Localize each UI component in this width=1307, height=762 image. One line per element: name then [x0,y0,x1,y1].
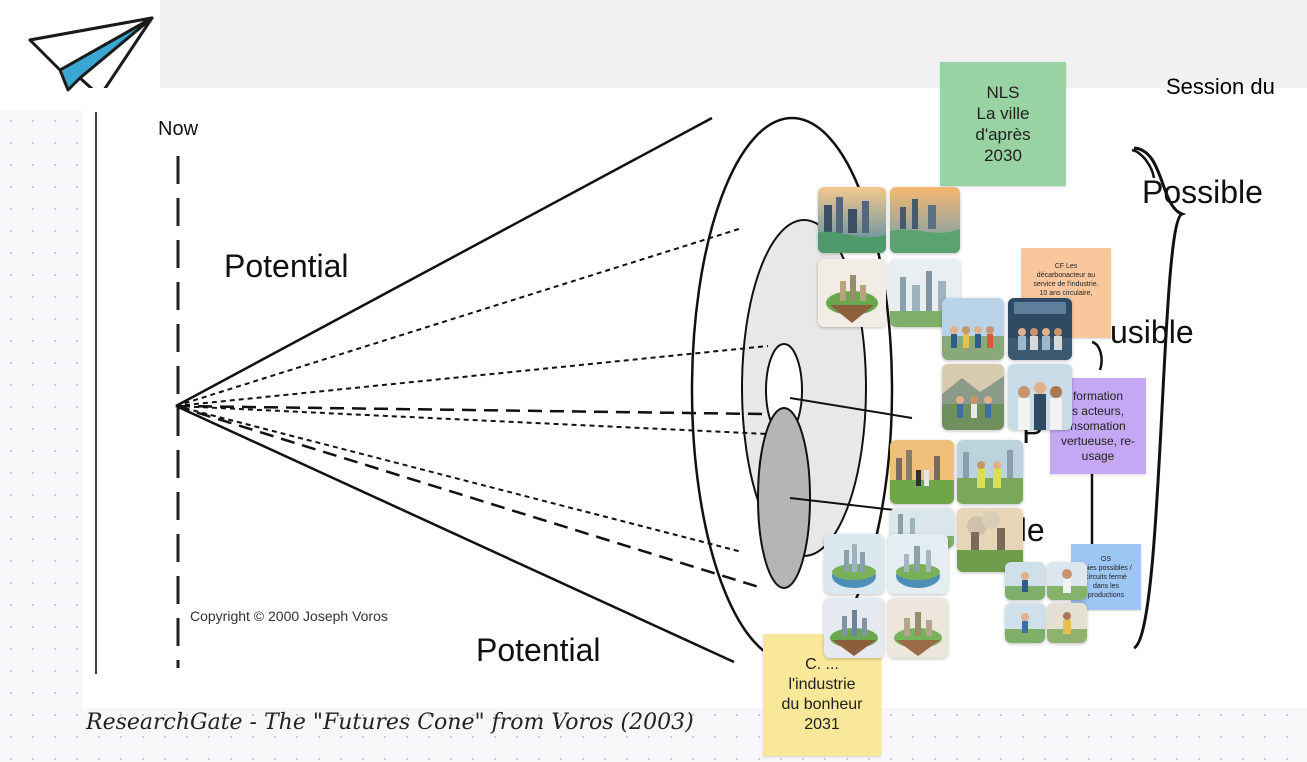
technician-image [1047,603,1087,643]
image-tile-worker-1[interactable] [1005,562,1045,600]
people-landscape-image [942,364,1004,430]
potential-label-top: Potential [224,248,349,284]
session-title[interactable]: Session du [1166,74,1275,99]
image-tile-team-4[interactable] [1008,364,1072,430]
image-tile-worker-2[interactable] [1047,562,1087,600]
field-city-image [890,440,954,504]
image-tile-city-2[interactable] [890,187,960,253]
image-tile-globe-4[interactable] [888,598,948,658]
smoke-factory-image [957,508,1023,572]
image-tile-globe-2[interactable] [888,534,948,594]
people-group-image [942,298,1004,360]
image-tile-city-1[interactable] [818,187,886,253]
field-worker-image [1005,603,1045,643]
image-tile-field-2[interactable] [957,440,1023,504]
engineer-image [1047,562,1087,600]
top-strip [160,0,1307,88]
team-presentation-image [1008,298,1072,360]
image-tile-team-3[interactable] [942,364,1004,430]
image-tile-field-1[interactable] [890,440,954,504]
image-tile-worker-4[interactable] [1047,603,1087,643]
worker-image [1005,562,1045,600]
plausible-label: usible [1110,314,1194,350]
possible-label: Possible [1142,174,1263,210]
image-tile-field-4[interactable] [957,508,1023,572]
image-tile-island-1[interactable] [818,259,886,327]
copyright-text: Copyright © 2000 Joseph Voros [190,608,388,624]
globe-towers-image [888,534,948,594]
now-label: Now [158,118,199,140]
floating-island-image [818,259,886,327]
globe-city-image [824,534,884,594]
image-tile-globe-3[interactable] [824,598,884,658]
image-tile-worker-3[interactable] [1005,603,1045,643]
professionals-image [1008,364,1072,430]
logo-area [0,0,160,110]
sticky-nls[interactable]: NLS La ville d'après 2030 [940,62,1066,186]
city-river-image [890,187,960,253]
island-future-image [888,598,948,658]
potential-label-bottom: Potential [476,632,601,668]
diagram-caption: ResearchGate - The "Futures Cone" from V… [86,710,694,735]
city-skyline-image [818,187,886,253]
futures-cone-drawing [95,112,1187,674]
image-tile-team-2[interactable] [1008,298,1072,360]
image-tile-globe-1[interactable] [824,534,884,594]
island-tech-image [824,598,884,658]
image-tile-team-1[interactable] [942,298,1004,360]
workers-field-image [957,440,1023,504]
